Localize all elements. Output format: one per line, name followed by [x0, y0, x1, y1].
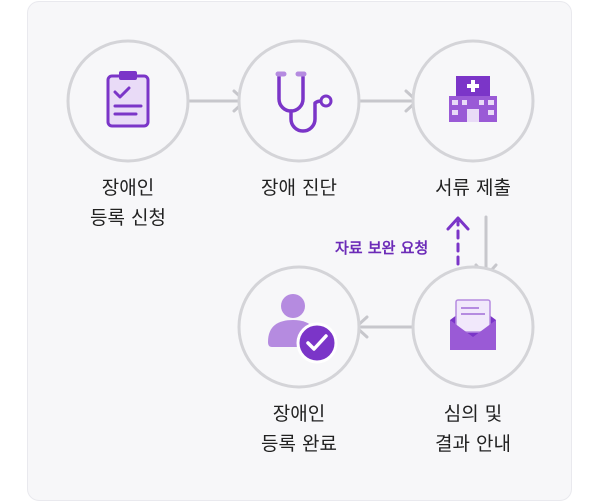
feedback-dashed-arrow — [446, 216, 470, 279]
arrow-step4-to-step5 — [354, 315, 414, 339]
step-label-5-line1: 장애인 — [272, 403, 326, 425]
step-label-5-line2: 등록 완료 — [261, 433, 337, 455]
envelope-letter-icon — [450, 299, 496, 350]
feedback-label: 자료 보완 요청 — [335, 239, 429, 257]
step-label-2: 장애 진단 — [219, 173, 379, 203]
step-circle-2 — [237, 39, 361, 163]
building-icon — [449, 76, 497, 122]
step-label-2-line1: 장애 진단 — [261, 177, 337, 199]
clipboard-icon — [106, 71, 150, 128]
stethoscope-icon — [275, 71, 333, 133]
step-label-3: 서류 제출 — [393, 173, 553, 203]
arrow-step2-to-step3 — [357, 89, 419, 113]
arrow-step1-to-step2 — [188, 89, 247, 113]
step-label-5: 장애인 등록 완료 — [219, 399, 379, 459]
step-label-1-line2: 등록 신청 — [90, 207, 166, 229]
step-label-4: 심의 및 결과 안내 — [393, 399, 553, 459]
user-check-icon — [268, 294, 338, 364]
step-label-1-line1: 장애인 — [101, 177, 155, 199]
step-label-1: 장애인 등록 신청 — [48, 173, 208, 233]
step-label-4-line1: 심의 및 — [443, 403, 503, 425]
step-label-4-line2: 결과 안내 — [435, 433, 511, 455]
step-label-3-line1: 서류 제출 — [435, 177, 511, 199]
